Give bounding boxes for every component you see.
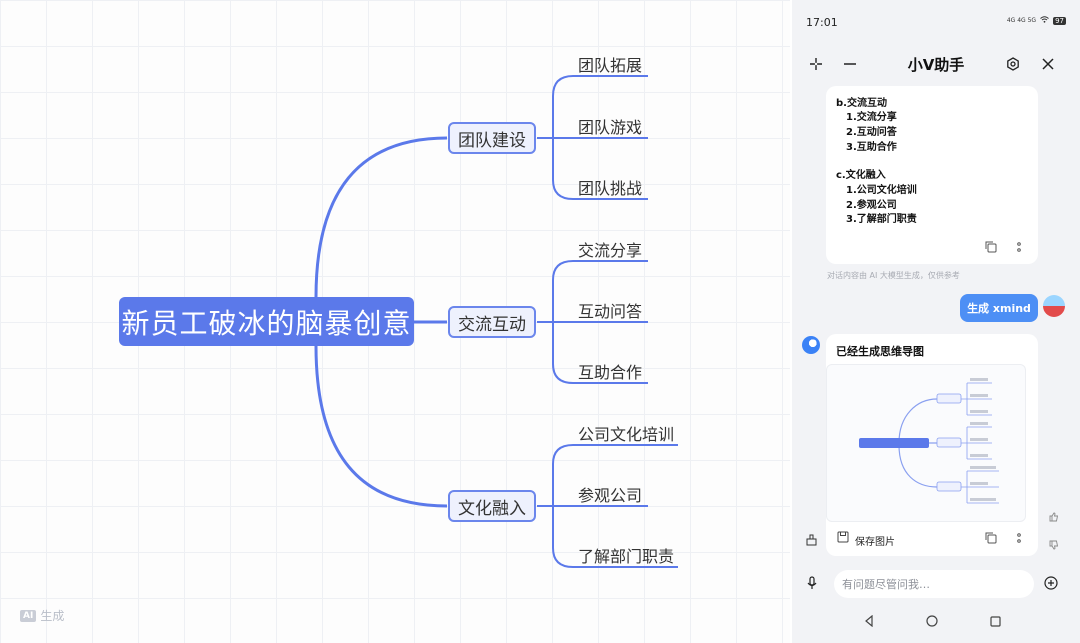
- nav-home-icon[interactable]: [925, 614, 939, 628]
- save-image-icon[interactable]: [836, 530, 850, 544]
- connector-root-branch-3: [314, 345, 448, 508]
- bot-message-card: b.交流互动 1.交流分享 2.互动问答 3.互助合作 c.文化融入 1.公司文…: [826, 86, 1038, 264]
- more-icon[interactable]: [1012, 240, 1026, 254]
- app-title: 小V助手: [907, 56, 965, 74]
- leaf-node[interactable]: 团队游戏: [578, 118, 643, 137]
- system-nav-bar: [792, 606, 1080, 636]
- ai-generated-watermark: AI 生成: [20, 607, 64, 624]
- app-header: 小V助手: [792, 44, 1080, 84]
- leaf-node[interactable]: 了解部门职责: [578, 547, 675, 566]
- leaf-node[interactable]: 互动问答: [578, 302, 643, 321]
- message-line: c.文化融入: [836, 170, 886, 181]
- ai-disclaimer: 对话内容由 AI 大模型生成，仅供参考: [827, 271, 960, 280]
- connector-root-branch-1: [314, 136, 448, 298]
- ai-badge: AI: [20, 609, 37, 622]
- message-line: 2.参观公司: [846, 200, 897, 211]
- branch-node-culture[interactable]: 文化融入: [448, 490, 536, 522]
- wifi-icon: [1040, 16, 1049, 25]
- microphone-icon[interactable]: [805, 576, 819, 590]
- settings-icon[interactable]: [1001, 52, 1025, 76]
- mindmap-thumbnail-graphic: [859, 378, 999, 504]
- status-bar: 17:01 4G 4G 5G 97: [792, 0, 1080, 40]
- signal-text: 4G 4G 5G: [1006, 17, 1037, 24]
- mindmap-connectors: [314, 75, 678, 568]
- ai-watermark-text: 生成: [40, 609, 65, 623]
- connector-branch-3: [537, 444, 678, 568]
- more-icon[interactable]: [1012, 531, 1026, 545]
- branch-node-team-building[interactable]: 团队建设: [448, 122, 536, 154]
- status-time: 17:01: [806, 16, 838, 29]
- thumbs-down-icon[interactable]: [1047, 538, 1061, 552]
- leaf-node[interactable]: 公司文化培训: [578, 425, 675, 444]
- user-message-bubble: 生成 xmind: [960, 294, 1038, 322]
- chat-input[interactable]: 有问题尽管问我…: [834, 570, 1034, 598]
- nav-recents-icon[interactable]: [988, 614, 1002, 628]
- nav-back-icon[interactable]: [862, 614, 876, 628]
- minimize-icon[interactable]: [838, 52, 862, 76]
- message-line: 2.互动问答: [846, 127, 897, 138]
- copy-icon[interactable]: [984, 531, 998, 545]
- message-line: b.交流互动: [836, 98, 887, 109]
- leaf-node[interactable]: 团队拓展: [578, 56, 643, 75]
- message-line: 1.公司文化培训: [846, 185, 917, 196]
- user-avatar: [1043, 295, 1065, 317]
- thumbs-up-icon[interactable]: [1047, 510, 1061, 524]
- leaf-node[interactable]: 互助合作: [578, 363, 643, 382]
- connector-branch-1: [537, 75, 648, 200]
- close-icon[interactable]: [1036, 52, 1060, 76]
- mindmap-root-node[interactable]: 新员工破冰的脑暴创意: [119, 297, 414, 346]
- save-image-button[interactable]: 保存图片: [855, 537, 895, 548]
- leaf-node[interactable]: 团队挑战: [578, 179, 643, 198]
- battery-icon: 97: [1053, 16, 1066, 25]
- assistant-phone-panel: 17:01 4G 4G 5G 97 小V助手 b.交流互动 1.交流分享 2.互…: [792, 0, 1080, 643]
- copy-icon[interactable]: [984, 240, 998, 254]
- clear-brush-icon[interactable]: [804, 532, 818, 546]
- leaf-node[interactable]: 交流分享: [578, 241, 643, 260]
- move-icon[interactable]: [804, 52, 828, 76]
- status-icons: 4G 4G 5G 97: [1007, 16, 1066, 25]
- message-line: 3.互助合作: [846, 142, 897, 153]
- connector-branch-2: [537, 260, 648, 384]
- mindmap-canvas: 新员工破冰的脑暴创意 团队建设 交流互动 文化融入 团队拓展 团队游戏 团队挑战…: [0, 0, 790, 643]
- leaf-node[interactable]: 参观公司: [578, 486, 643, 505]
- message-line: 1.交流分享: [846, 112, 897, 123]
- assistant-avatar: [802, 336, 820, 354]
- add-icon[interactable]: [1044, 576, 1058, 590]
- message-line: 3.了解部门职责: [846, 214, 917, 225]
- branch-node-communication[interactable]: 交流互动: [448, 306, 536, 338]
- mindmap-thumbnail[interactable]: [826, 364, 1026, 522]
- reply-title: 已经生成思维导图: [836, 345, 924, 358]
